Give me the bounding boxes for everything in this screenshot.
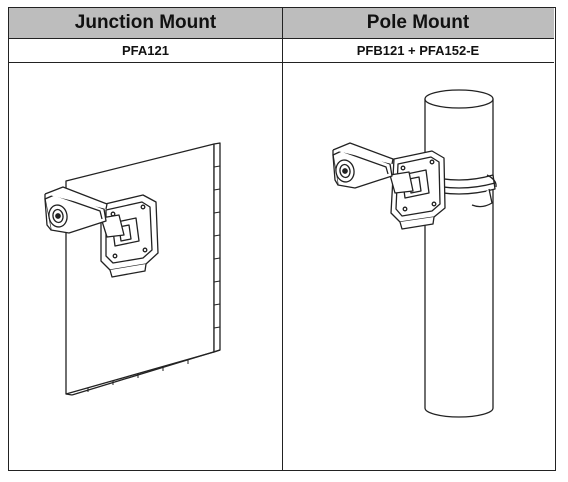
header-junction-mount: Junction Mount xyxy=(9,8,282,39)
pole-top xyxy=(424,89,494,109)
model-junction-mount: PFA121 xyxy=(9,39,282,63)
pole xyxy=(424,98,494,418)
junction-mount-illustration xyxy=(9,63,282,469)
wall-camera-drawing xyxy=(44,142,221,396)
pole-mount-illustration xyxy=(282,63,554,469)
model-pole-mount: PFB121 + PFA152-E xyxy=(282,39,554,63)
pole-camera-drawing xyxy=(332,89,497,418)
mount-table: Junction Mount Pole Mount PFA121 PFB121 … xyxy=(8,7,556,471)
column-divider xyxy=(282,8,283,470)
header-pole-mount: Pole Mount xyxy=(282,8,554,39)
